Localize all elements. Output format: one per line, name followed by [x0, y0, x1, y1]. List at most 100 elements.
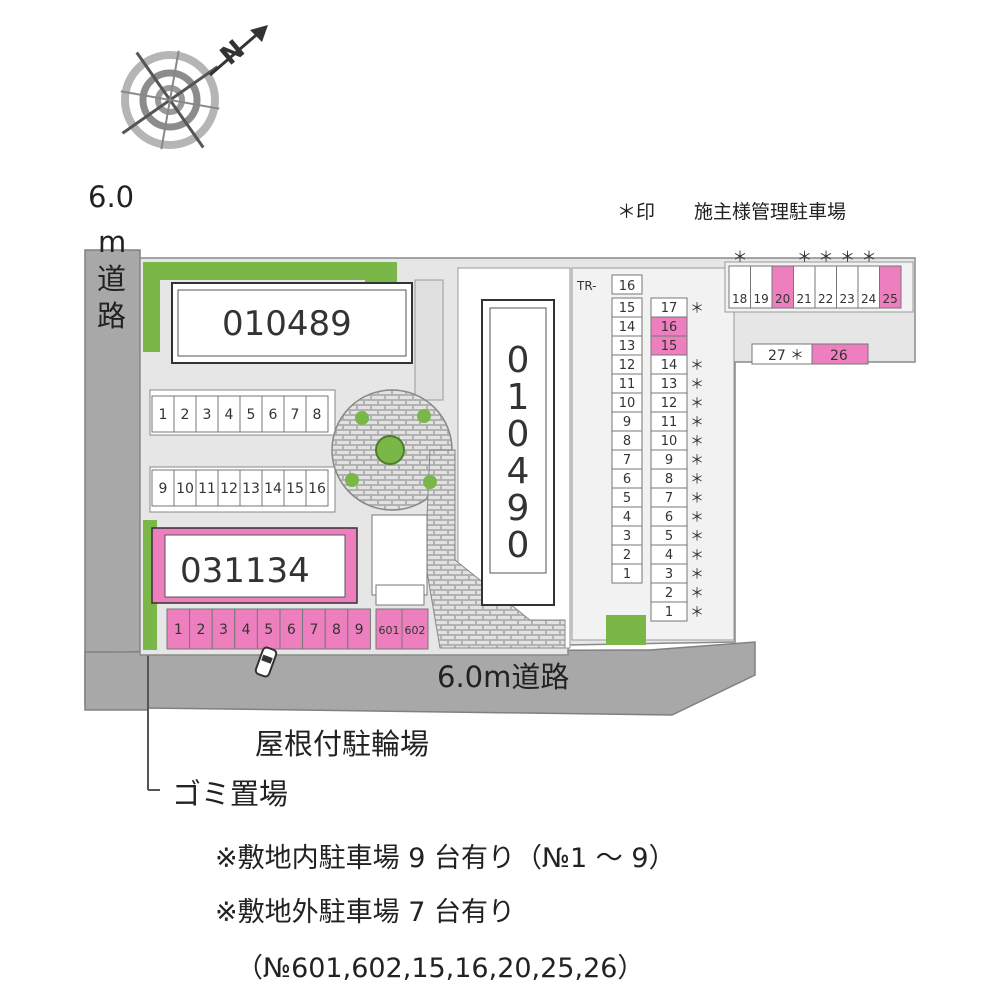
parking-space-top-8	[305, 395, 329, 433]
greenery	[143, 262, 160, 352]
stall-label: 10	[176, 481, 194, 497]
stall-label: 1	[174, 622, 183, 638]
stall-label: 9	[623, 415, 631, 430]
owner-managed-mark: ＊	[690, 415, 704, 431]
owner-managed-mark: ＊	[690, 491, 704, 507]
parking-space-26	[811, 343, 869, 365]
owner-managed-mark: ＊	[690, 567, 704, 583]
note-onsite-parking: ※敷地内駐車場 9 台有り（№1 ～ 9）	[215, 843, 676, 874]
stall-label: 6	[269, 407, 278, 423]
stall-label: 7	[309, 622, 318, 638]
owner-managed-mark: ＊	[732, 248, 747, 266]
owner-managed-mark: ＊	[690, 453, 704, 469]
stall-label: 3	[665, 567, 673, 582]
building-010490-char: 0	[507, 525, 530, 566]
bicycle-parking-label: 屋根付駐輪場	[255, 727, 430, 761]
stall-label: 9	[665, 453, 673, 468]
owner-managed-mark: ＊	[690, 605, 704, 621]
stall-label: 601	[379, 624, 400, 637]
stall-label: 13	[619, 339, 636, 354]
stall-label: 15	[619, 301, 636, 316]
stall-label: 4	[665, 548, 673, 563]
parking-space-tr-16	[611, 274, 643, 295]
stall-label: 6	[287, 622, 296, 638]
stall-label: 602	[405, 624, 426, 637]
parking-space-right-1	[650, 601, 688, 622]
owner-managed-mark: ＊	[690, 396, 704, 412]
tree-icon	[423, 475, 437, 489]
stall-label: 6	[623, 472, 631, 487]
tr-label: TR-	[576, 279, 597, 293]
owner-managed-mark: ＊	[690, 548, 704, 564]
building-010490-char: 0	[507, 414, 530, 455]
stall-label: 7	[623, 453, 631, 468]
stall-label: 11	[619, 377, 636, 392]
stall-label: 13	[661, 377, 678, 392]
stall-label: 1	[159, 407, 168, 423]
parking-space-onsite-9	[347, 608, 371, 650]
stall-label: 14	[264, 481, 282, 497]
stall-label: 12	[619, 358, 636, 373]
tree-icon	[355, 411, 369, 425]
stall-label: 9	[355, 622, 364, 638]
stall-label: 15	[661, 339, 678, 354]
stall-label: 11	[661, 415, 678, 430]
parking-space-mid-16	[305, 469, 329, 507]
stall-label: 25	[883, 292, 898, 306]
stall-label: 5	[623, 491, 631, 506]
stall-label: 16	[308, 481, 326, 497]
stall-label: 2	[665, 586, 673, 601]
parking-space-top-25	[879, 265, 902, 309]
owner-managed-mark: ＊	[690, 301, 704, 317]
stall-label: 3	[623, 529, 631, 544]
owner-managed-mark: ＊	[840, 248, 855, 266]
stall-label: 19	[754, 292, 769, 306]
stall-label: 4	[225, 407, 234, 423]
left-road-name-1: 道	[97, 262, 127, 296]
stall-label: 4	[623, 510, 631, 525]
stall-label: 20	[775, 292, 790, 306]
stall-label: 15	[286, 481, 304, 497]
building-010489-label: 010489	[222, 304, 352, 344]
greenery	[606, 615, 646, 645]
stall-label: 21	[797, 292, 812, 306]
tree-icon	[417, 409, 431, 423]
stall-label: 7	[291, 407, 300, 423]
left-road-width: 6.0	[88, 180, 135, 214]
building-010490-char: 1	[507, 377, 530, 418]
stall-label: 23	[840, 292, 855, 306]
tree-icon	[345, 473, 359, 487]
space-27-asterisk: ＊	[790, 348, 804, 364]
stall-label: 8	[313, 407, 322, 423]
north-arrow-icon: N	[209, 25, 268, 77]
compass-rose-icon	[120, 50, 220, 150]
owner-managed-mark: ＊	[818, 248, 833, 266]
parking-space-left-1	[611, 563, 643, 584]
owner-managed-mark: ＊	[690, 358, 704, 374]
note-offsite-numbers: （№601,602,15,16,20,25,26）	[236, 953, 645, 984]
stall-label: 11	[198, 481, 216, 497]
stall-label: 8	[332, 622, 341, 638]
stall-label: 13	[242, 481, 260, 497]
owner-managed-mark: ＊	[690, 529, 704, 545]
bottom-road	[84, 641, 756, 716]
legend-text: 施主様管理駐車場	[694, 201, 847, 223]
owner-managed-mark: ＊	[797, 248, 812, 266]
stall-label: 3	[219, 622, 228, 638]
building-010490-char: 0	[507, 340, 530, 381]
parking-space-offsite-602	[401, 608, 429, 650]
stall-label: 7	[665, 491, 673, 506]
stall-label: 8	[665, 472, 673, 487]
owner-managed-mark: ＊	[861, 248, 876, 266]
stall-label: 2	[196, 622, 205, 638]
legend-mark: ＊印	[617, 201, 656, 223]
right-parking-lot: TR-1615141312111098765432117＊161514＊13＊1…	[576, 274, 704, 622]
stall-label: 10	[619, 396, 636, 411]
space-26-label: 26	[830, 348, 848, 364]
stall-label: 14	[661, 358, 678, 373]
stall-label: 17	[661, 301, 678, 316]
